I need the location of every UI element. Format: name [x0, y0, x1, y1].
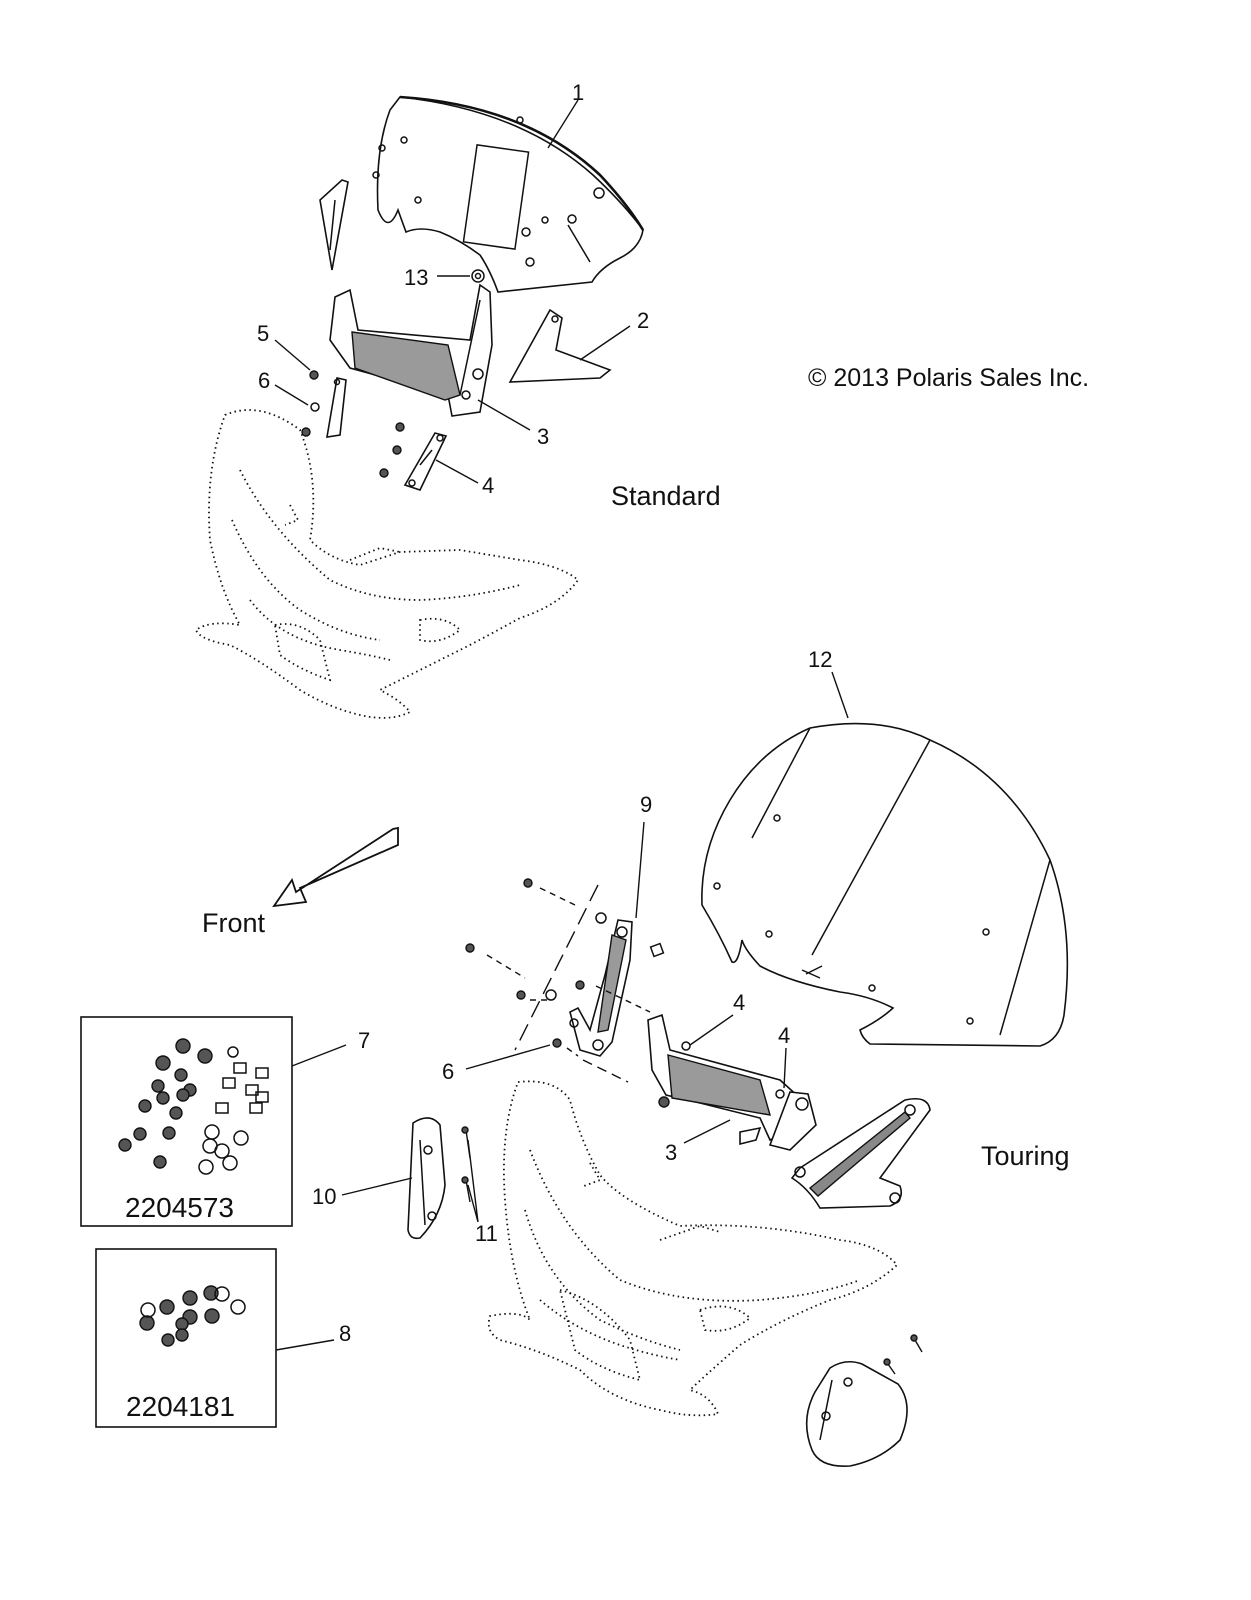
standard-fasteners — [301, 370, 405, 478]
standard-windshield — [372, 95, 645, 293]
callout-8: 8 — [339, 1321, 351, 1346]
callout-2: 2 — [637, 308, 649, 333]
bracket-side-touring — [790, 1097, 931, 1209]
trim-strip-left — [319, 179, 349, 271]
callout-6-touring: 6 — [442, 1059, 454, 1084]
grommet-13 — [471, 269, 485, 283]
kit-number-8: 2204181 — [126, 1391, 235, 1422]
side-panel-10 — [407, 1117, 446, 1240]
caption-front: Front — [202, 908, 266, 938]
hood-touring — [487, 1080, 899, 1417]
kit-box-8 — [95, 1248, 277, 1428]
callout-4: 4 — [482, 473, 494, 498]
kit-number-7: 2204573 — [125, 1192, 234, 1223]
bracket-left-standard — [326, 377, 347, 438]
callout-13: 13 — [404, 265, 428, 290]
callout-7: 7 — [358, 1028, 370, 1053]
front-arrow-icon — [272, 826, 399, 908]
bracket-3-touring — [647, 1013, 817, 1151]
trim-piece-2 — [508, 308, 612, 383]
callout-4-touring-b: 4 — [778, 1023, 790, 1048]
caption-standard: Standard — [611, 481, 721, 511]
callout-5: 5 — [257, 321, 269, 346]
hood-standard — [194, 409, 580, 719]
callout-10: 10 — [312, 1184, 336, 1209]
leader-lines — [274, 99, 849, 1351]
touring-fasteners — [465, 878, 665, 1083]
callout-6: 6 — [258, 368, 270, 393]
bracket-9-touring — [569, 919, 633, 1057]
side-panel-right — [805, 1334, 923, 1467]
bracket-4-standard — [403, 432, 448, 491]
callout-3: 3 — [537, 424, 549, 449]
copyright-text: © 2013 Polaris Sales Inc. — [808, 364, 1089, 392]
callout-9: 9 — [640, 792, 652, 817]
bracket-3-standard — [329, 283, 493, 417]
callout-12: 12 — [808, 647, 832, 672]
callout-4-touring-a: 4 — [733, 990, 745, 1015]
screws-11 — [461, 1126, 471, 1203]
touring-windshield — [701, 722, 1069, 1047]
callout-11: 11 — [475, 1221, 498, 1246]
kit-box-7 — [80, 1016, 293, 1227]
callout-3-touring: 3 — [665, 1140, 677, 1165]
callout-1: 1 — [572, 80, 584, 105]
caption-touring: Touring — [981, 1141, 1070, 1171]
